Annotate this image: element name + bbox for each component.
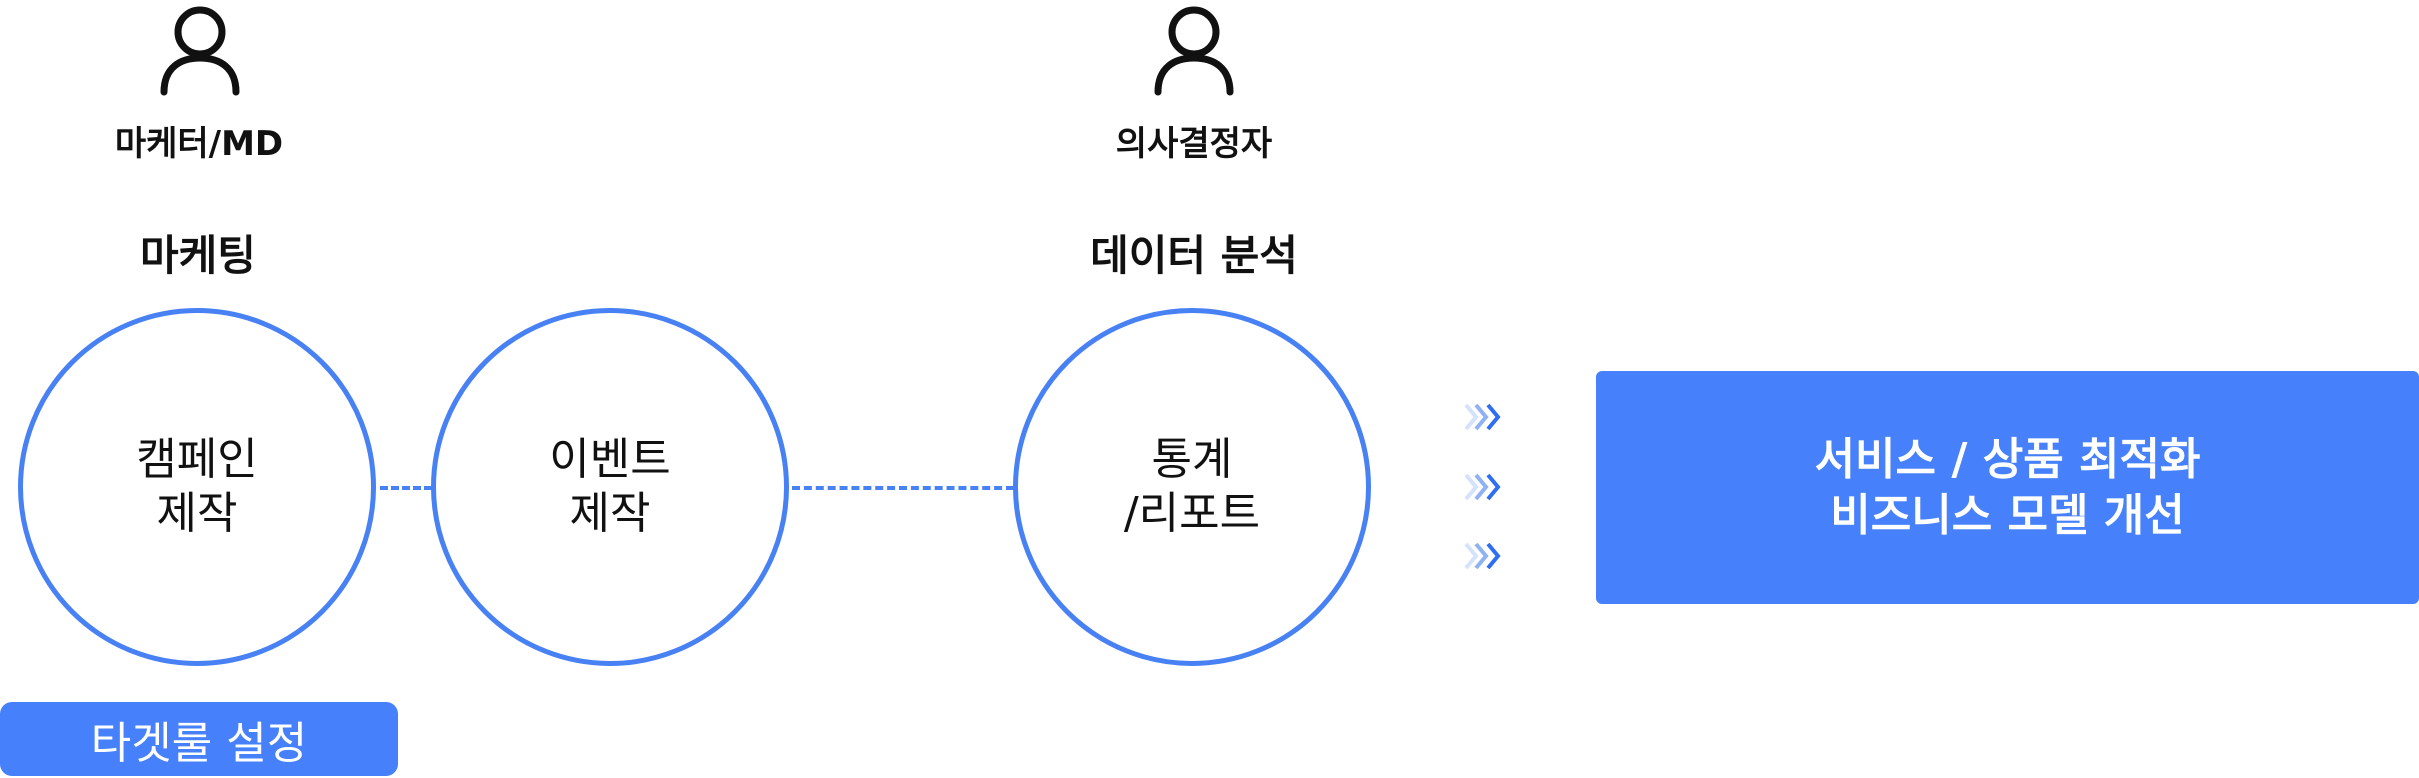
role-label-marketer: 마케터/MD bbox=[114, 124, 284, 164]
chevron-double-right-icon bbox=[1464, 473, 1501, 501]
role-label-decision-maker: 의사결정자 bbox=[1115, 124, 1273, 164]
circle-event-line1: 이벤트 bbox=[549, 434, 671, 485]
result-line1: 서비스 / 상품 최적화 bbox=[1814, 433, 2201, 485]
person-icon bbox=[1154, 6, 1234, 96]
target-rule-tag: 타겟룰 설정 bbox=[0, 702, 398, 776]
circle-stats: 통계 /리포트 bbox=[1013, 308, 1371, 666]
group-title-data-analysis: 데이터 분석 bbox=[1090, 231, 1298, 280]
circle-event-line2: 제작 bbox=[569, 488, 651, 539]
circle-campaign-line2: 제작 bbox=[156, 488, 238, 539]
circle-campaign-line1: 캠페인 bbox=[136, 434, 258, 485]
result-box: 서비스 / 상품 최적화 비즈니스 모델 개선 bbox=[1596, 371, 2419, 604]
circle-stats-line2: /리포트 bbox=[1123, 488, 1261, 539]
person-icon bbox=[160, 6, 240, 96]
connector-dashed-line bbox=[792, 486, 1014, 490]
circle-event: 이벤트 제작 bbox=[431, 308, 789, 666]
connector-dashed-line bbox=[380, 486, 432, 490]
chevron-double-right-icon bbox=[1464, 403, 1501, 431]
result-line2: 비즈니스 모델 개선 bbox=[1830, 489, 2185, 541]
circle-campaign: 캠페인 제작 bbox=[18, 308, 376, 666]
group-title-marketing: 마케팅 bbox=[140, 231, 256, 280]
chevron-double-right-icon bbox=[1464, 542, 1501, 570]
circle-stats-line1: 통계 bbox=[1151, 434, 1233, 485]
